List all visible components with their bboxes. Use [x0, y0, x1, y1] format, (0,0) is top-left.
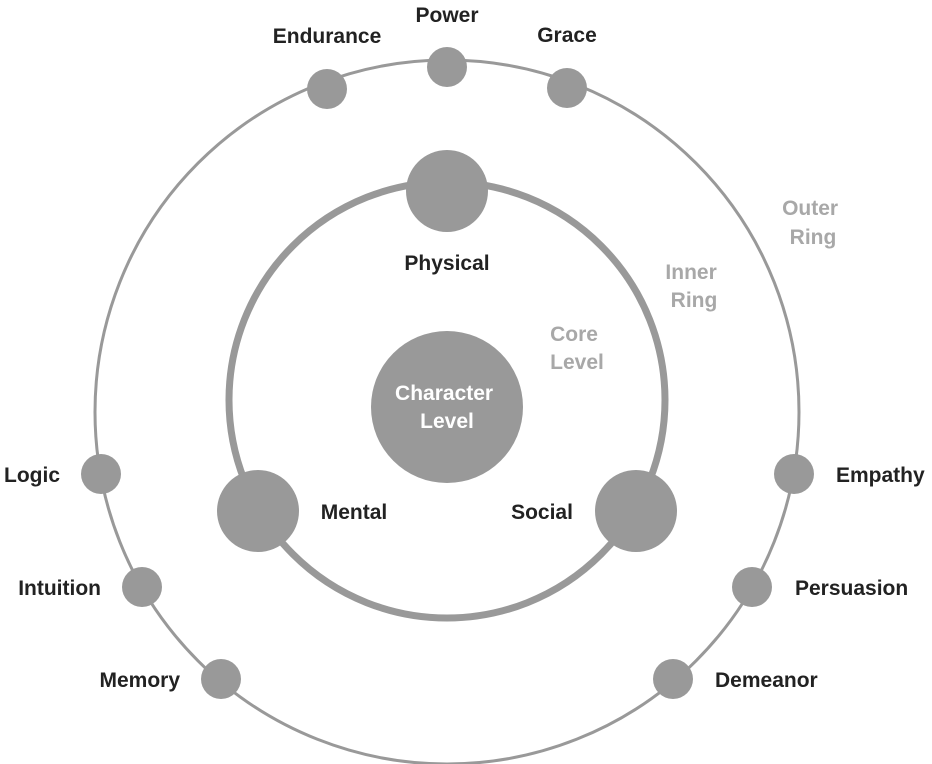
demeanor-node — [653, 659, 693, 699]
outer-ring-label-line1: Outer — [782, 197, 838, 220]
persuasion-node — [732, 567, 772, 607]
outer-ring-label-line2: Ring — [790, 226, 837, 249]
grace-node — [547, 68, 587, 108]
intuition-label: Intuition — [18, 577, 101, 600]
mental-node — [217, 470, 299, 552]
character-level-label-line1: Character — [395, 382, 493, 405]
empathy-label: Empathy — [836, 464, 925, 487]
outer-ring-label: Outer Ring — [782, 197, 844, 249]
endurance-label: Endurance — [273, 25, 382, 48]
grace-label: Grace — [537, 24, 597, 47]
inner-ring-label-line2: Ring — [671, 289, 718, 312]
inner-ring-label: Inner Ring — [665, 261, 722, 312]
social-label: Social — [511, 501, 573, 524]
persuasion-label: Persuasion — [795, 577, 908, 600]
physical-node — [406, 150, 488, 232]
empathy-node — [774, 454, 814, 494]
inner-ring-label-line1: Inner — [665, 261, 716, 284]
character-level-label-line2: Level — [420, 410, 474, 433]
social-node — [595, 470, 677, 552]
logic-node — [81, 454, 121, 494]
mental-label: Mental — [321, 501, 388, 524]
core-level-label-line1: Core — [550, 323, 598, 346]
power-node — [427, 47, 467, 87]
endurance-node — [307, 69, 347, 109]
core-level-label: Core Level — [550, 323, 604, 374]
memory-node — [201, 659, 241, 699]
logic-label: Logic — [4, 464, 60, 487]
physical-label: Physical — [404, 252, 489, 275]
character-level-node — [371, 331, 523, 483]
core-level-label-line2: Level — [550, 351, 604, 374]
character-level-label: Character Level — [395, 382, 499, 433]
memory-label: Memory — [99, 669, 180, 692]
intuition-node — [122, 567, 162, 607]
power-label: Power — [415, 4, 478, 27]
demeanor-label: Demeanor — [715, 669, 818, 692]
